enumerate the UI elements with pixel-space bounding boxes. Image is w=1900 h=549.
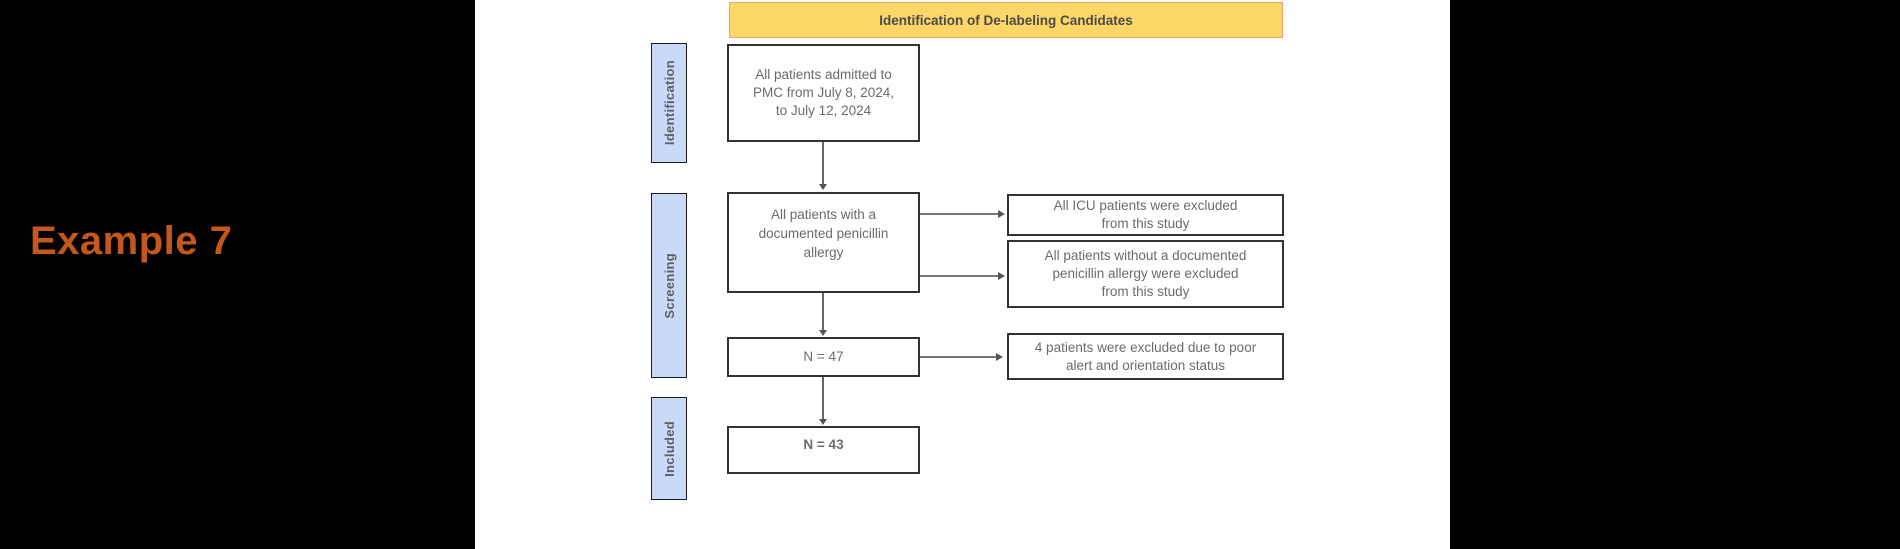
exclusion-box-poor-alert-status: 4 patients were excluded due to poor ale… bbox=[1007, 333, 1284, 380]
arrow-n47-to-alert-line bbox=[920, 356, 997, 358]
stage-label-identification: Identification bbox=[651, 43, 687, 163]
arrow-allergy-to-no-allergy-head bbox=[998, 272, 1005, 280]
flow-box-admitted-patients: All patients admitted to PMC from July 8… bbox=[727, 44, 920, 142]
stage-label-screening-text: Screening bbox=[661, 252, 677, 319]
diagram-title: Identification of De-labeling Candidates bbox=[879, 12, 1133, 28]
exclusion-box-no-documented-allergy: All patients without a documented penici… bbox=[1007, 240, 1284, 308]
arrow-n47-to-n43-head bbox=[819, 419, 827, 425]
stage-label-identification-text: Identification bbox=[661, 60, 677, 146]
arrow-admitted-to-allergy-head bbox=[819, 184, 827, 190]
arrow-n47-to-n43-line bbox=[822, 377, 824, 420]
flow-box-n47: N = 47 bbox=[727, 337, 920, 377]
stage-label-included-text: Included bbox=[661, 420, 677, 477]
arrow-allergy-to-no-allergy-line bbox=[920, 275, 999, 277]
arrow-n47-to-alert-head bbox=[996, 353, 1003, 361]
right-letterbox-panel bbox=[1450, 0, 1900, 549]
arrow-allergy-to-n47-line bbox=[822, 293, 824, 331]
stage-label-screening: Screening bbox=[651, 193, 687, 378]
left-letterbox-panel: Example 7 bbox=[0, 0, 475, 549]
flow-box-n43: N = 43 bbox=[727, 426, 920, 474]
exclusion-box-icu: All ICU patients were excluded from this… bbox=[1007, 194, 1284, 236]
arrow-allergy-to-icu-head bbox=[998, 210, 1005, 218]
stage-label-included: Included bbox=[651, 397, 687, 500]
arrow-allergy-to-icu-line bbox=[920, 213, 999, 215]
arrow-allergy-to-n47-head bbox=[819, 330, 827, 336]
flow-box-documented-allergy: All patients with a documented penicilli… bbox=[727, 192, 920, 293]
diagram-title-banner: Identification of De-labeling Candidates bbox=[729, 2, 1283, 38]
slide-label: Example 7 bbox=[30, 219, 233, 263]
arrow-admitted-to-allergy-line bbox=[822, 142, 824, 185]
